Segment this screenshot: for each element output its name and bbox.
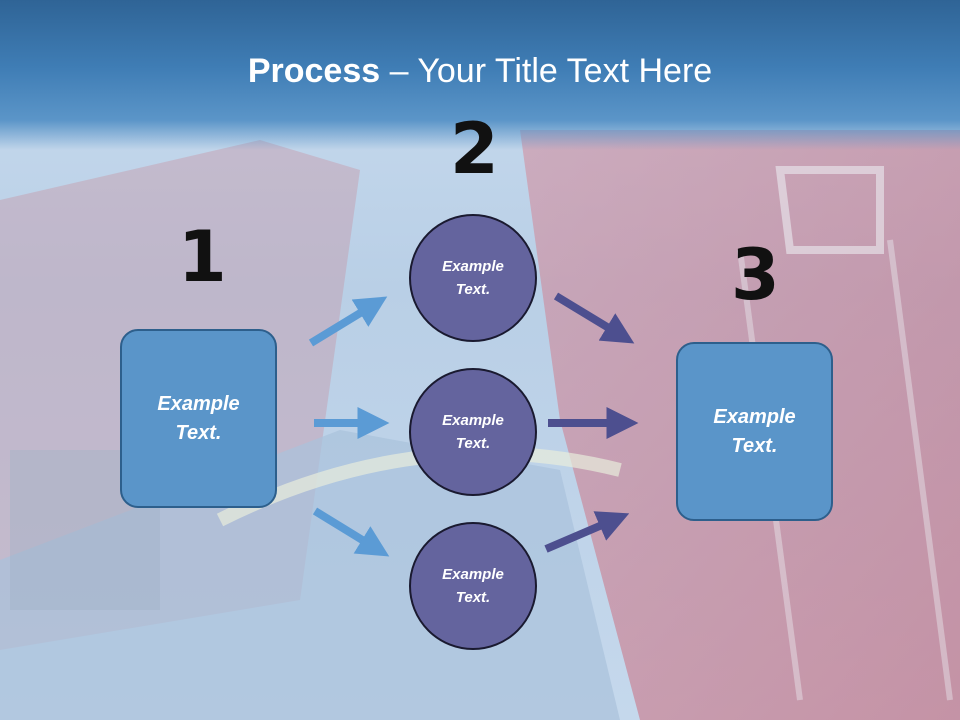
circle-bottom-line2: Text. <box>455 589 491 606</box>
arrow-top-to-right <box>553 292 635 344</box>
title-rest: – Your Title Text Here <box>380 52 713 90</box>
step-number-1: 1 <box>178 216 227 298</box>
circle-bottom-line1: Example <box>442 566 504 583</box>
left-box-line1: Example <box>157 392 240 415</box>
arrow-left-to-bottom <box>312 507 390 557</box>
circle-middle-line1: Example <box>442 412 504 429</box>
slide-title: Process – Your Title Text Here <box>0 52 960 91</box>
step-number-2: 2 <box>450 108 499 190</box>
circle-middle-line2: Text. <box>455 435 491 452</box>
right-box-line1: Example <box>713 405 796 428</box>
circle-top-line2: Text. <box>455 281 491 298</box>
arrow-bottom-to-right <box>544 511 630 553</box>
left-box-line2: Text. <box>175 421 222 444</box>
arrow-left-to-top <box>308 296 388 347</box>
title-bold: Process <box>247 52 381 90</box>
circle-top-line1: Example <box>442 258 504 275</box>
step-number-3: 3 <box>731 234 780 316</box>
title-bar <box>0 0 960 150</box>
right-box-line2: Text. <box>731 434 778 457</box>
